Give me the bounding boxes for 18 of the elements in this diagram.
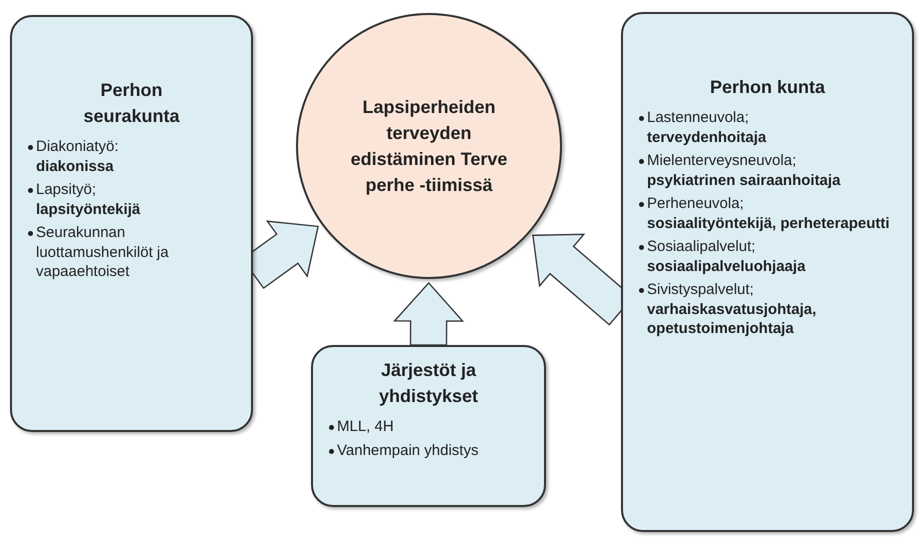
bullet-item: Sivistyspalvelut; varhaiskasvatusjohtaja, opetustoimenjohtaja — [647, 280, 818, 339]
group-heading: Järjestöt ja yhdistykset — [378, 359, 480, 408]
bullet-item: Sosiaalipalvelut; sosiaalipalveluohjaaja — [647, 237, 806, 276]
block-arrow — [393, 282, 464, 346]
bullet-item: Lapsityö; lapsityöntekijä — [36, 180, 140, 220]
bullet-item: Vanhempain yhdistys — [337, 440, 478, 460]
group-heading: Perhon seurakunta — [82, 79, 181, 128]
bullet-item: Seurakunnan luottamushenkilöt ja vapaaehtoiset — [36, 223, 170, 282]
group-heading: Perhon kunta — [708, 76, 826, 99]
bullet-item: Mielenterveysneuvola; psykiatrinen sairaanhoitaja — [647, 151, 840, 190]
bullet-item: Lastenneuvola; terveydenhoitaja — [647, 108, 766, 148]
group-box — [621, 12, 914, 532]
topic-text: Lapsiperheiden terveyden edistäminen Terve perhe -tiimissä — [350, 96, 508, 198]
bullet-item: Perheneuvola; sosiaalityöntekijä, perheterapeutti — [647, 194, 890, 234]
bullet-item: MLL, 4H — [337, 417, 394, 437]
bullet-item: Diakoniatyö: diakonissa — [36, 137, 119, 176]
group-box — [10, 15, 253, 432]
group-box — [311, 345, 546, 507]
